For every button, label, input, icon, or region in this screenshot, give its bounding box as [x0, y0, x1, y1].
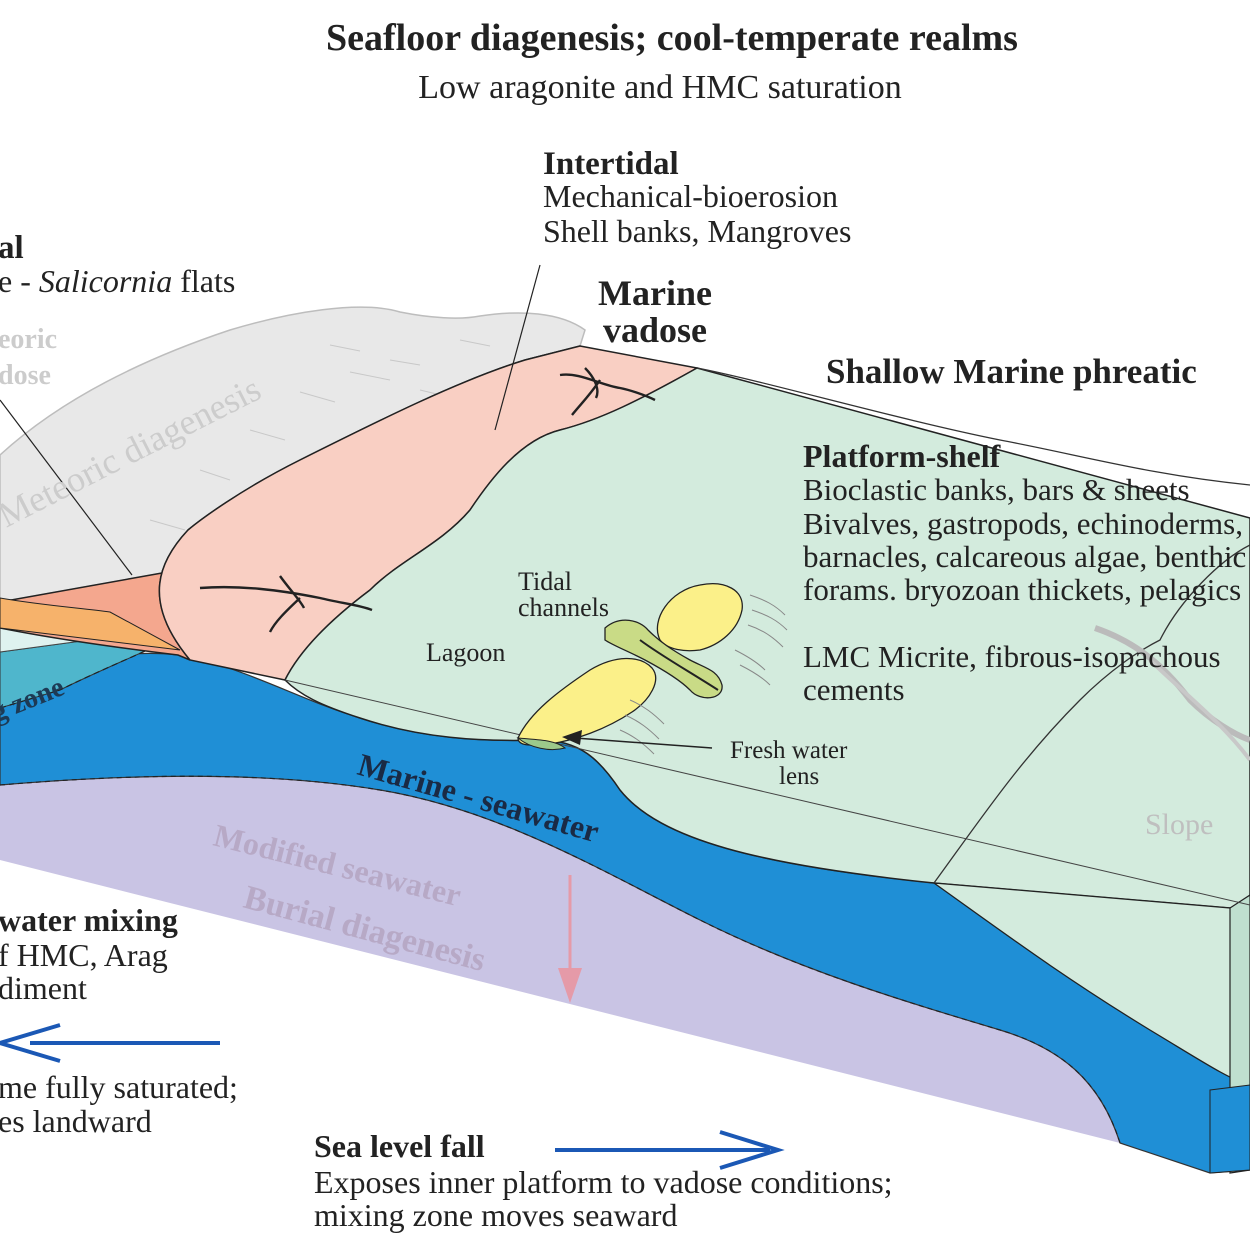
- lens-green-base: [516, 737, 567, 751]
- platform-shelf-line6: cements: [803, 672, 905, 707]
- sea-level-fall-line1: Exposes inner platform to vadose conditi…: [314, 1164, 893, 1200]
- platform-shelf-line5: LMC Micrite, fibrous-isopachous: [803, 639, 1221, 674]
- mixing-note-heading: water mixing: [0, 902, 178, 938]
- supratidal-line: e - Salicornia flats: [0, 263, 235, 299]
- burial-zone: [0, 776, 1120, 1143]
- platform-shelf-line2: Bivalves, gastropods, echinoderms,: [803, 506, 1243, 541]
- tidal-channels-line2: channels: [518, 593, 609, 622]
- meteoric-vadose-line1: eoric: [0, 324, 57, 355]
- platform-shelf-line1: Bioclastic banks, bars & sheets: [803, 472, 1190, 507]
- fresh-water-lens-line2: lens: [779, 763, 819, 790]
- intertidal-line2: Shell banks, Mangroves: [543, 213, 851, 249]
- intertidal-line1: Mechanical-bioerosion: [543, 178, 838, 214]
- sea-level-fall-arrow-head: [719, 1130, 785, 1170]
- shelf-break-line: [696, 367, 1250, 486]
- fresh-water-lens-line1: Fresh water: [730, 737, 848, 764]
- sea-level-rise-arrow-head: [0, 1023, 61, 1063]
- sea-level-rise-note-line1: me fully saturated;: [0, 1069, 238, 1105]
- sea-level-fall-line2: mixing zone moves seaward: [314, 1197, 677, 1233]
- intertidal-heading: Intertidal: [543, 146, 679, 182]
- leader-lines: [0, 264, 541, 576]
- fresh-water-lens-upper: [656, 583, 743, 652]
- meteoric-vadose-line2: dose: [0, 360, 51, 391]
- modified-seawater-boundary: [0, 775, 1121, 1144]
- supratidal-heading: al: [0, 230, 24, 266]
- platform-shelf-top: [284, 367, 1250, 909]
- meteoric-hatch-lines: [149, 339, 491, 531]
- lagoon-label: Lagoon: [426, 638, 505, 667]
- sea-level-fall-heading: Sea level fall: [314, 1128, 485, 1164]
- block-right-face-blue: [1209, 1084, 1250, 1174]
- platform-depth-line: [284, 679, 1250, 906]
- tidal-channel: [604, 619, 723, 699]
- ripple-marks: [619, 594, 788, 755]
- burial-arrow-head: [558, 968, 582, 1003]
- platform-shelf-line4: forams. bryozoan thickets, pelagics: [803, 572, 1241, 607]
- marine-vadose-line2: vadose: [603, 310, 707, 350]
- fresh-water-lens-pointer-head: [562, 730, 582, 745]
- fresh-water-lens-pointer: [574, 737, 713, 749]
- marine-vadose-line1: Marine: [598, 273, 712, 313]
- tidal-channels-line1: Tidal: [518, 567, 572, 596]
- sea-level-rise-note-line2: es landward: [0, 1103, 152, 1139]
- shallow-marine-phreatic-label: Shallow Marine phreatic: [826, 352, 1197, 391]
- platform-shelf-heading: Platform-shelf: [803, 438, 1001, 474]
- supratidal-wedge: [0, 597, 181, 651]
- slope-label: Slope: [1145, 808, 1213, 841]
- mixing-note-line1: f HMC, Arag: [0, 937, 168, 973]
- diagram-subtitle: Low aragonite and HMC saturation: [418, 69, 901, 106]
- diagram-title: Seafloor diagenesis; cool-temperate real…: [326, 17, 1018, 59]
- slope-gully-2: [1148, 658, 1250, 762]
- mangrove-root-marks: [199, 367, 656, 633]
- meteoric-zone: [0, 306, 586, 603]
- platform-shelf-line3: barnacles, calcareous algae, benthic: [803, 539, 1246, 574]
- mixing-note-line2: diment: [0, 970, 87, 1006]
- tidal-channel-axis: [639, 639, 719, 691]
- slope-break-line: [933, 544, 1250, 884]
